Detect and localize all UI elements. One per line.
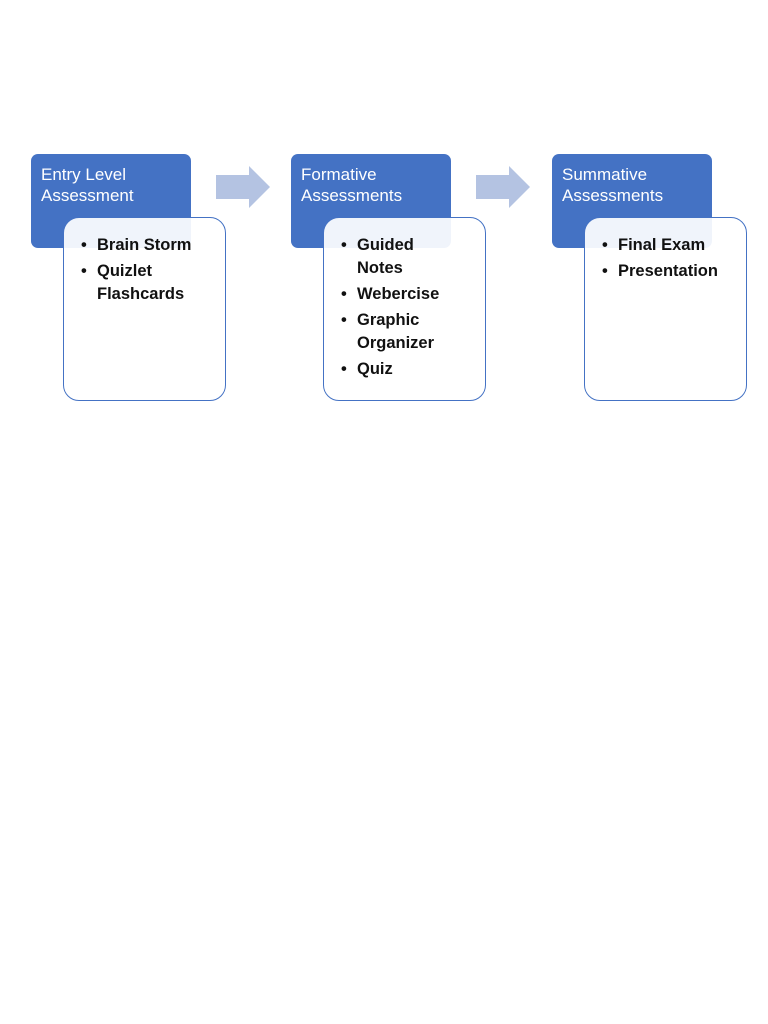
stage-title-line2: Assessment xyxy=(41,186,134,205)
stage-title-line1: Summative xyxy=(562,165,648,184)
stage-title-line1: Formative xyxy=(301,165,377,184)
stage-card: Brain Storm Quizlet Flashcards xyxy=(63,217,226,401)
stage-title-line2: Assessments xyxy=(301,186,403,205)
stage-title-line1: Entry Level xyxy=(41,165,127,184)
bullet-item: Guided Notes xyxy=(339,234,481,280)
bullet-item: Presentation xyxy=(600,260,742,283)
bullet-item: Brain Storm xyxy=(79,234,221,257)
stage-header: Formative Assessments xyxy=(291,154,451,248)
stage-card: Final Exam Presentation xyxy=(584,217,747,401)
bullet-item: Graphic Organizer xyxy=(339,309,481,355)
bullet-list: Guided Notes Webercise Graphic Organizer… xyxy=(339,234,481,381)
right-arrow-icon xyxy=(216,166,270,208)
bullet-item: Quizlet Flashcards xyxy=(79,260,221,306)
stage-title-line2: Assessments xyxy=(562,186,664,205)
bullet-list: Final Exam Presentation xyxy=(600,234,742,283)
stage-card: Guided Notes Webercise Graphic Organizer… xyxy=(323,217,486,401)
bullet-item: Quiz xyxy=(339,358,481,381)
bullet-list: Brain Storm Quizlet Flashcards xyxy=(79,234,221,306)
bullet-item: Final Exam xyxy=(600,234,742,257)
right-arrow-icon xyxy=(476,166,530,208)
bullet-item: Webercise xyxy=(339,283,481,306)
